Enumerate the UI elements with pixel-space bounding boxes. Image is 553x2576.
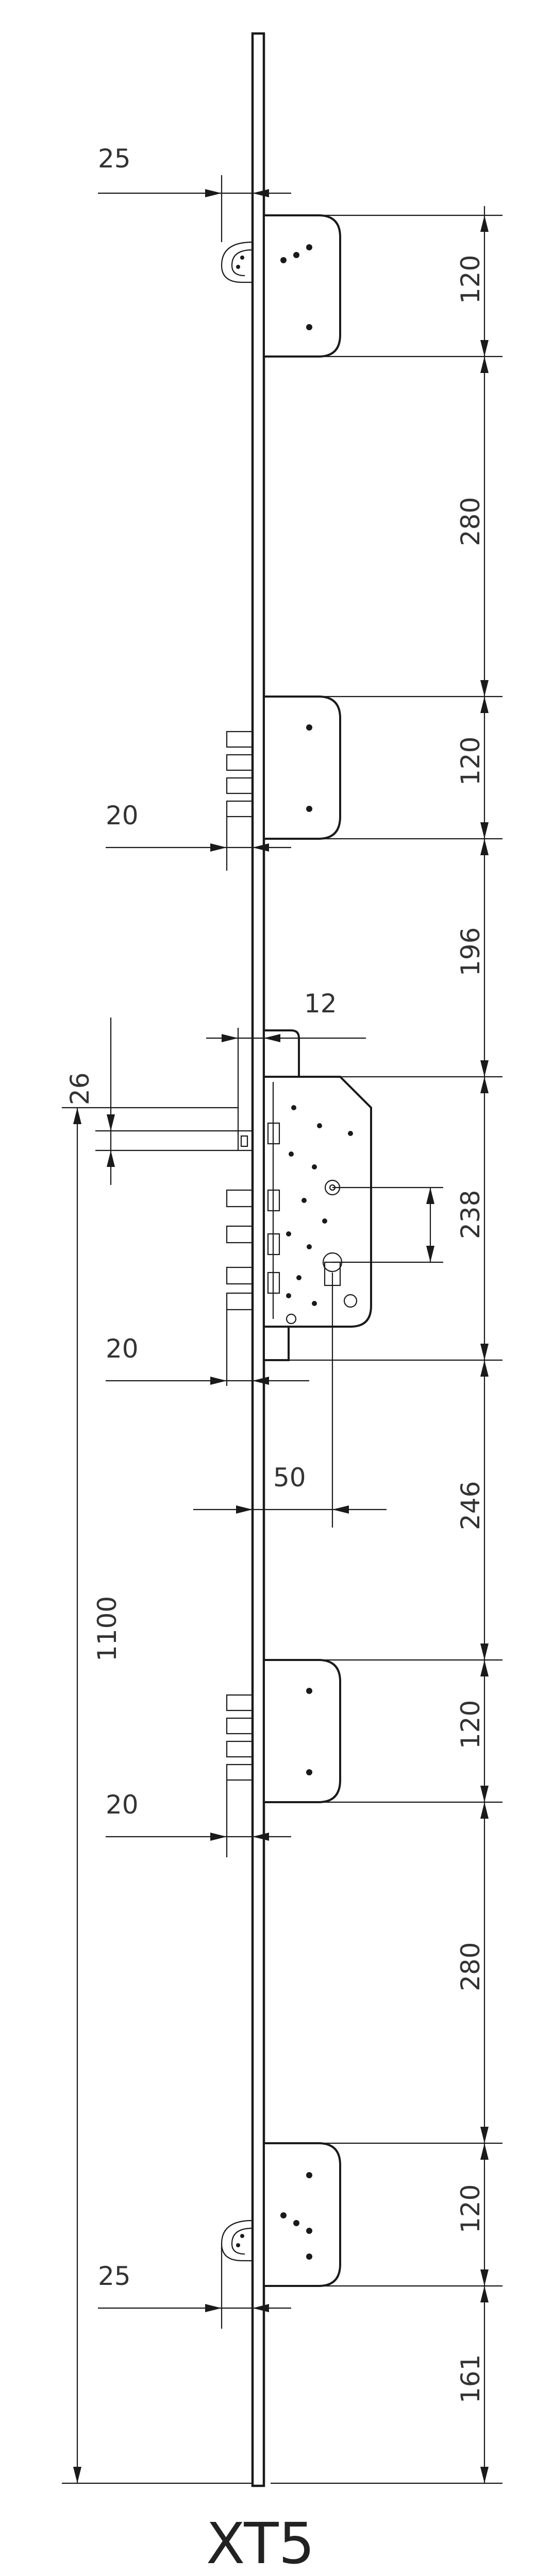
- top-hook-bolt: [221, 214, 341, 358]
- dim-label-lock-case-height: 238: [456, 1190, 485, 1239]
- faceplate-bar: [251, 32, 265, 2487]
- dim-label-gap-upper-lock: 196: [456, 927, 485, 976]
- dim-handle-height: 1100: [62, 1107, 253, 2484]
- dim-label-gap-lower-bottom: 280: [456, 1942, 485, 1991]
- dim-lower-bolt: 20: [106, 1780, 291, 1857]
- dim-label-upper-bolt-height: 120: [456, 737, 485, 786]
- dim-bottom-hook: 25: [98, 2244, 291, 2329]
- bottom-hook-bolt: [221, 2142, 341, 2287]
- dim-label-bottom-bolt-height: 120: [456, 2184, 485, 2233]
- upper-bolt: [226, 696, 341, 840]
- dim-label-top-hook: 25: [98, 144, 131, 174]
- dim-label-lock-faceplate: 12: [304, 989, 337, 1019]
- dim-label-backset: 50: [273, 1463, 306, 1493]
- lower-bolt: [226, 1659, 341, 1803]
- lock-case: [226, 1029, 372, 1361]
- dim-label-lower-bolt-height: 120: [456, 1700, 485, 1749]
- dim-label-top-bolt: 120: [456, 255, 485, 304]
- model-title: XT5: [206, 2511, 315, 2576]
- dim-label-lower-bolt: 20: [106, 1790, 139, 1820]
- dim-lock-latch: 26: [65, 1018, 238, 1185]
- dim-label-upper-bolt: 20: [106, 801, 139, 831]
- dim-upper-bolt: 20: [106, 801, 291, 871]
- dim-lock-case: [332, 1187, 443, 1263]
- dim-label-bottom-end: 161: [456, 2354, 485, 2403]
- dim-lock-bolt: 20: [106, 1309, 309, 1386]
- dim-top-hook: 25: [98, 144, 291, 242]
- dim-label-gap-lock-lower: 246: [456, 1481, 485, 1530]
- dim-backset: 50: [193, 1273, 387, 1528]
- dim-label-handle-height: 1100: [92, 1596, 122, 1662]
- dim-chain-right: 120 280 120 196 238 246 120 280 120 161: [271, 206, 502, 2484]
- dim-lock-faceplate: 12: [206, 989, 366, 1133]
- dim-label-lock-latch: 26: [65, 1072, 95, 1105]
- dim-label-bottom-hook: 25: [98, 2261, 131, 2291]
- dim-label-gap-top-upper: 280: [456, 497, 485, 546]
- dim-label-lock-bolt: 20: [106, 1334, 139, 1364]
